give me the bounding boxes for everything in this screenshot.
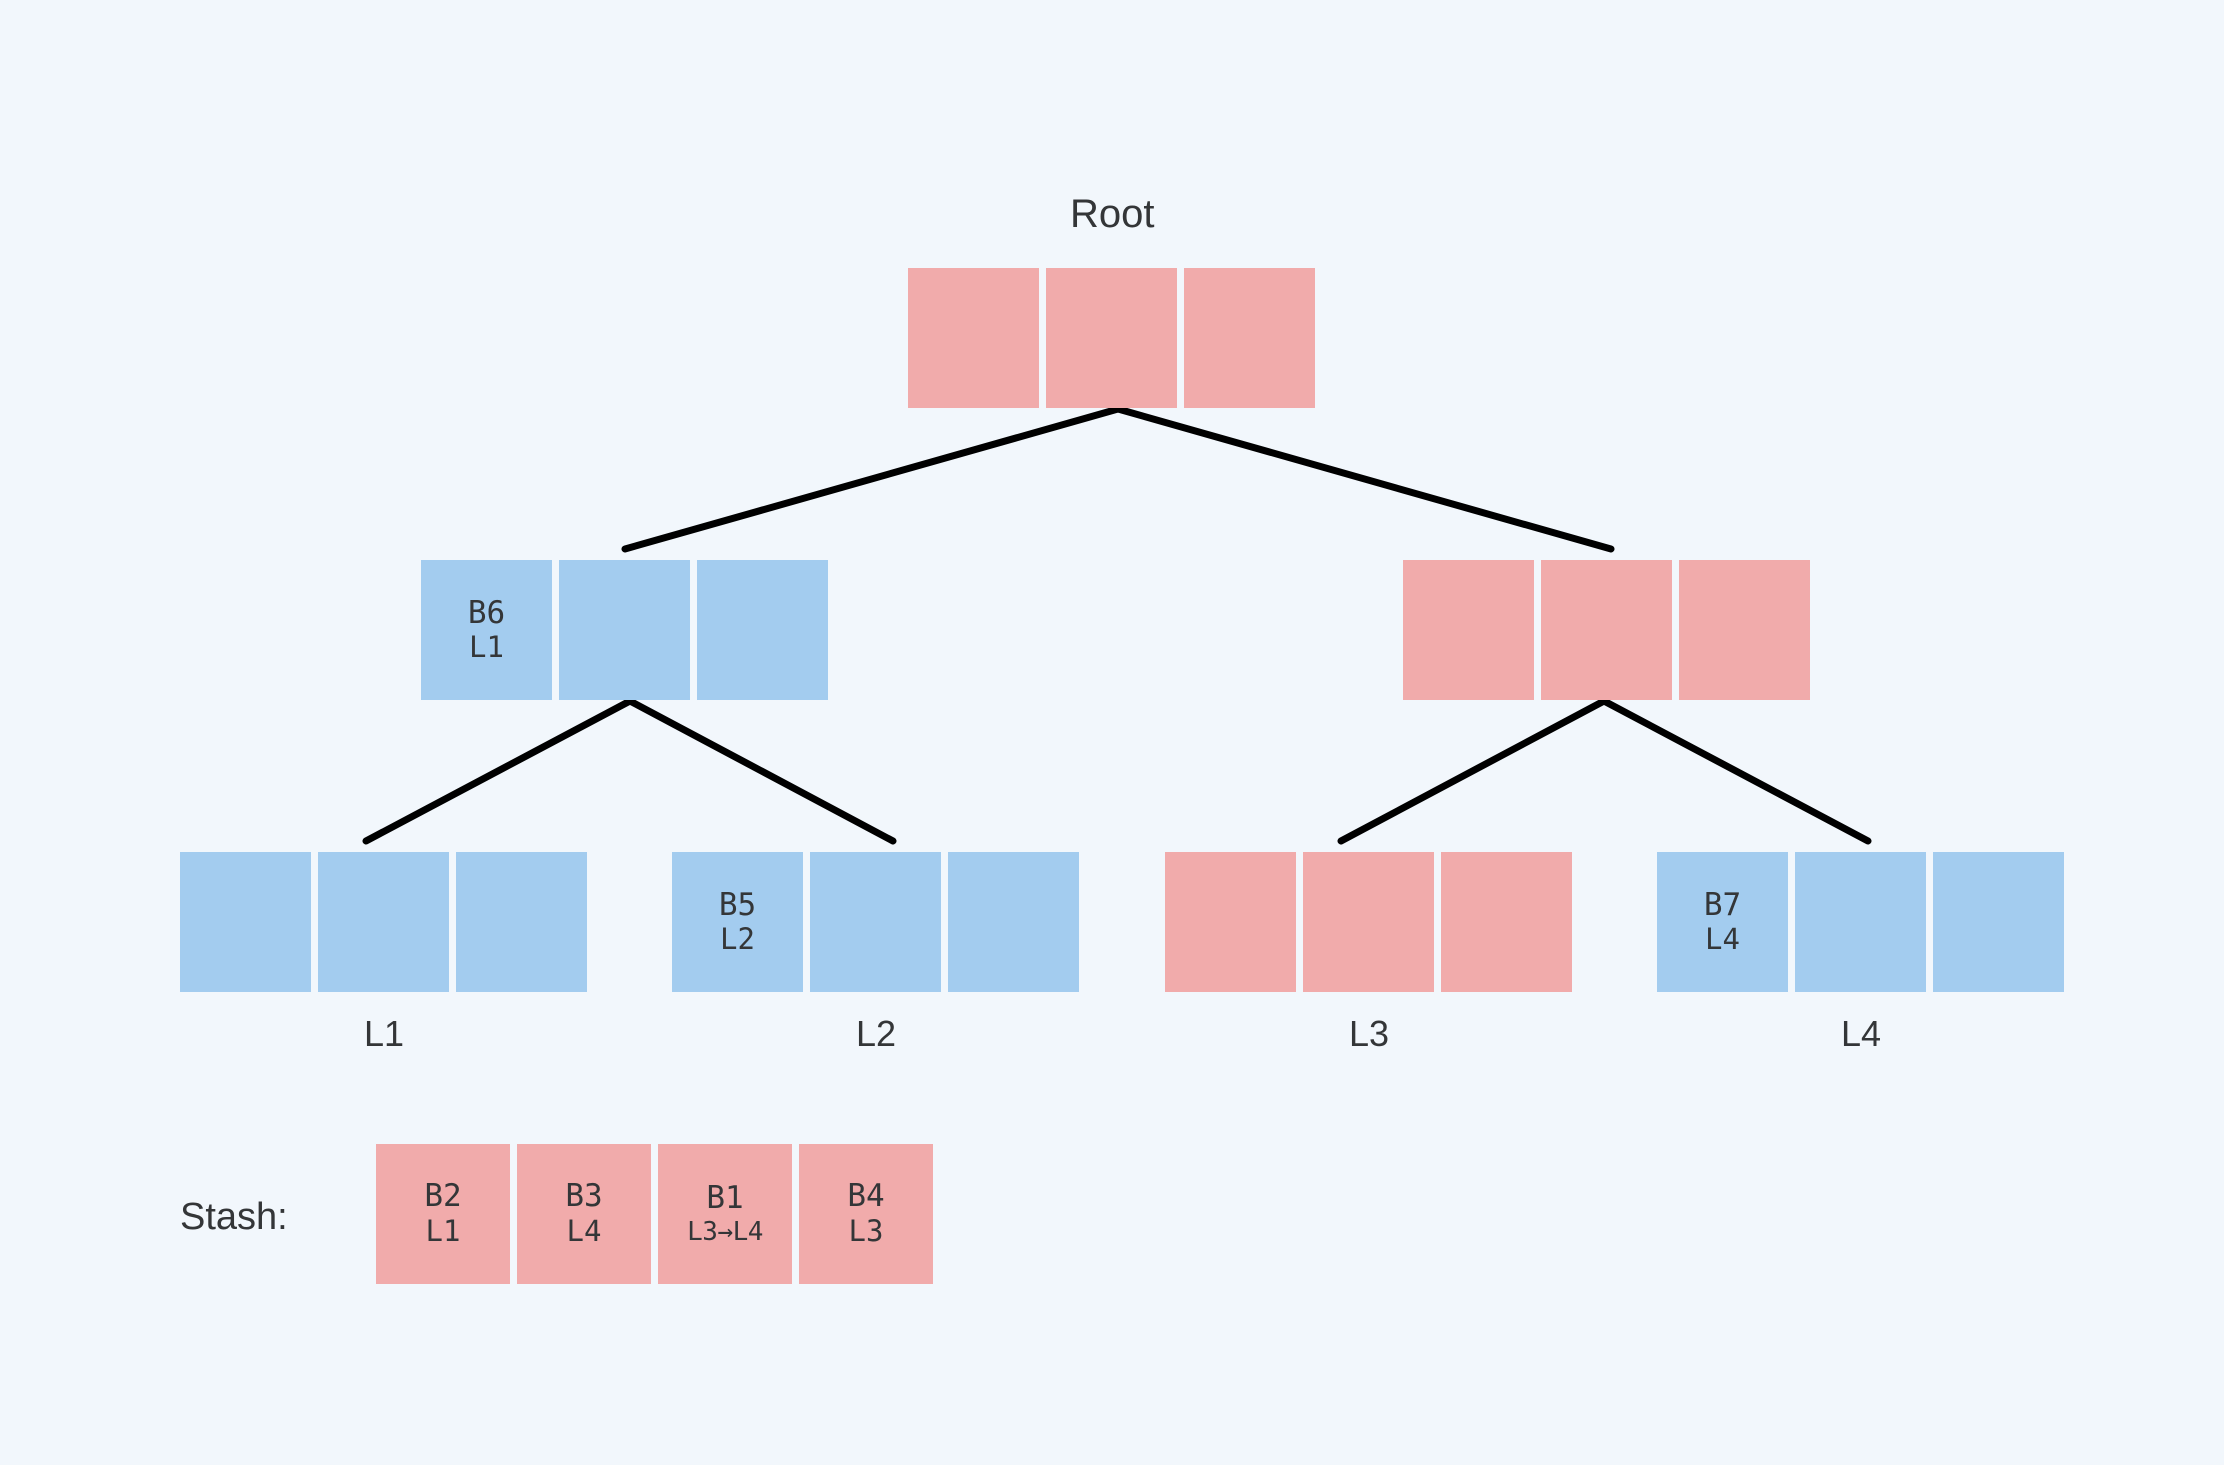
leaf-l2-cell-2[interactable] (948, 852, 1079, 992)
leaf-l4-cell-2[interactable] (1933, 852, 2064, 992)
leaf-l2-cell-1[interactable] (810, 852, 941, 992)
node-leaf-l1[interactable] (180, 852, 587, 992)
internal-left-cell-0-line1: B6 (467, 594, 506, 631)
root-cell-1[interactable] (1046, 268, 1177, 408)
leaf-l2-cell-0[interactable]: B5 L2 (672, 852, 803, 992)
stash-block-b2[interactable]: B2 L1 (376, 1144, 510, 1284)
node-root[interactable] (908, 268, 1315, 408)
node-leaf-l3[interactable] (1165, 852, 1572, 992)
stash-block-b3-id: B3 (565, 1178, 603, 1215)
internal-left-cell-1[interactable] (559, 560, 690, 700)
stash-block-b2-id: B2 (424, 1178, 462, 1215)
stash-block-b3[interactable]: B3 L4 (517, 1144, 651, 1284)
leaf-l2-cell-0-line1: B5 (718, 886, 757, 923)
leaf-label-l3: L3 (1348, 1013, 1390, 1054)
leaf-l4-cell-1[interactable] (1795, 852, 1926, 992)
internal-right-cell-0[interactable] (1403, 560, 1534, 700)
leaf-l1-cell-1[interactable] (318, 852, 449, 992)
internal-left-cell-0-line2: L1 (469, 630, 504, 665)
node-internal-left[interactable]: B6 L1 (421, 560, 828, 700)
leaf-l4-cell-0[interactable]: B7 L4 (1657, 852, 1788, 992)
node-leaf-l2[interactable]: B5 L2 (672, 852, 1079, 992)
internal-right-cell-2[interactable] (1679, 560, 1810, 700)
edge-left-to-l2 (626, 697, 897, 845)
root-label: Root (1070, 192, 1155, 236)
stash-block-b2-path: L1 (425, 1214, 461, 1249)
stash-block-b4-path: L3 (848, 1214, 884, 1249)
leaf-label-l2: L2 (855, 1013, 897, 1054)
edge-root-to-right (1114, 405, 1615, 553)
internal-left-cell-0[interactable]: B6 L1 (421, 560, 552, 700)
leaf-l3-cell-0[interactable] (1165, 852, 1296, 992)
leaf-label-l4: L4 (1840, 1013, 1882, 1054)
edge-right-to-l4 (1600, 697, 1872, 845)
stash-block-b4-id: B4 (847, 1178, 885, 1215)
leaf-l3-cell-2[interactable] (1441, 852, 1572, 992)
leaf-l4-cell-0-line2: L4 (1705, 922, 1740, 957)
stash-row: B2 L1 B3 L4 B1 L3→L4 B4 L3 (376, 1144, 933, 1284)
leaf-label-l1: L1 (363, 1013, 405, 1054)
node-internal-right[interactable] (1403, 560, 1810, 700)
root-cell-0[interactable] (908, 268, 1039, 408)
leaf-l1-cell-2[interactable] (456, 852, 587, 992)
edge-left-to-l1 (362, 697, 634, 845)
edge-root-to-left (621, 405, 1122, 553)
stash-block-b1-id: B1 (706, 1179, 744, 1216)
root-cell-2[interactable] (1184, 268, 1315, 408)
stash-block-b3-path: L4 (566, 1214, 602, 1249)
leaf-l4-cell-0-line1: B7 (1703, 886, 1742, 923)
stash-block-b1-path: L3→L4 (687, 1216, 763, 1247)
leaf-l1-cell-0[interactable] (180, 852, 311, 992)
edge-right-to-l3 (1337, 697, 1608, 845)
node-leaf-l4[interactable]: B7 L4 (1657, 852, 2064, 992)
internal-right-cell-1[interactable] (1541, 560, 1672, 700)
internal-left-cell-2[interactable] (697, 560, 828, 700)
leaf-l3-cell-1[interactable] (1303, 852, 1434, 992)
stash-label: Stash: (180, 1196, 288, 1238)
leaf-l2-cell-0-line2: L2 (720, 922, 755, 957)
stash-block-b4[interactable]: B4 L3 (799, 1144, 933, 1284)
stash-block-b1[interactable]: B1 L3→L4 (658, 1144, 792, 1284)
